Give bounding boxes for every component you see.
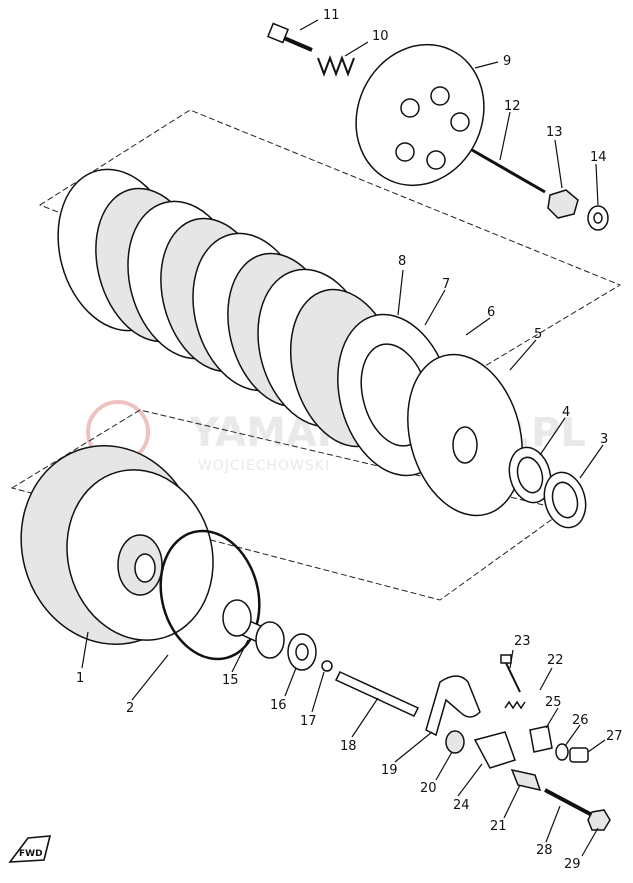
callout-5: 5 (534, 327, 542, 342)
callout-1: 1 (76, 671, 84, 686)
part-11-bolt (266, 22, 313, 52)
fwd-direction-badge: FWD (8, 835, 52, 863)
leader-lines (81, 19, 606, 857)
part-23-screw (500, 654, 521, 693)
callout-24: 24 (453, 798, 470, 813)
callout-22: 22 (547, 653, 564, 668)
callout-25: 25 (545, 695, 562, 710)
part-14-washer (587, 205, 609, 231)
callout-9: 9 (503, 54, 511, 69)
part-21-adjuster (510, 768, 542, 792)
part-5-clutch-boss (407, 353, 523, 517)
part-1-clutch-housing (20, 445, 214, 645)
part-24-cover (473, 731, 516, 769)
callout-11: 11 (323, 8, 340, 23)
callout-13: 13 (546, 125, 563, 140)
clutch-plate-stack (57, 168, 453, 477)
part-20-bushing (445, 730, 465, 754)
part-18-push-rod (334, 671, 420, 717)
part-3-lock-washer (543, 471, 587, 529)
callout-17: 17 (300, 714, 317, 729)
callout-29: 29 (564, 857, 581, 872)
callout-20: 20 (420, 781, 437, 796)
callout-21: 21 (490, 819, 507, 834)
callout-6: 6 (487, 305, 495, 320)
part-26-washer (555, 743, 569, 761)
watermark-subtext: WOJCIECHOWSKI (198, 458, 330, 474)
callout-7: 7 (442, 277, 450, 292)
part-22-spring (504, 700, 526, 710)
callout-12: 12 (504, 99, 521, 114)
part-29-nut (587, 809, 611, 831)
callout-19: 19 (381, 763, 398, 778)
callout-labels: 11 10 9 12 13 14 8 7 6 5 4 3 1 2 15 16 1… (76, 8, 623, 872)
part-10-spring (317, 55, 355, 77)
part-27-bolt (569, 747, 589, 763)
fwd-label: FWD (19, 849, 43, 859)
callout-18: 18 (340, 739, 357, 754)
part-19-lever (425, 675, 481, 737)
callout-27: 27 (606, 729, 623, 744)
part-13-nut (547, 189, 579, 219)
part-28-screw (544, 788, 593, 817)
callout-8: 8 (398, 254, 406, 269)
callout-2: 2 (126, 701, 134, 716)
plate-group-outline (38, 109, 622, 376)
part-12-push-rod (471, 148, 546, 194)
callout-26: 26 (572, 713, 589, 728)
part-4-washer (508, 446, 552, 504)
callout-4: 4 (562, 405, 570, 420)
callout-16: 16 (270, 698, 287, 713)
part-2-o-ring (159, 529, 261, 661)
part-25-plate (529, 725, 553, 753)
callout-23: 23 (514, 634, 531, 649)
part-9-pressure-plate (355, 43, 485, 187)
callout-10: 10 (372, 29, 389, 44)
part-17-ball (321, 660, 333, 672)
fwd-arrow-icon (8, 835, 52, 863)
part-16-washer (287, 633, 317, 671)
callout-15: 15 (222, 673, 239, 688)
callout-28: 28 (536, 843, 553, 858)
callout-3: 3 (600, 432, 608, 447)
part-15-collar (222, 599, 285, 659)
callout-14: 14 (590, 150, 607, 165)
